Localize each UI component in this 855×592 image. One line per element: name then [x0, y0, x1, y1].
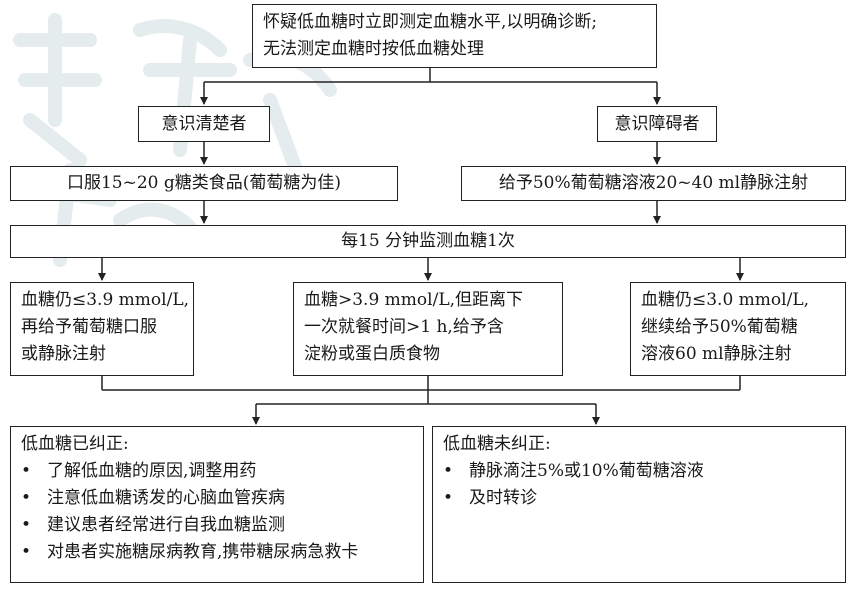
initial-assessment-box: 怀疑低血糖时立即测定血糖水平,以明确诊断; 无法测定血糖时按低血糖处理 [252, 4, 657, 68]
bullet-icon: • [21, 515, 32, 535]
bullet-icon: • [21, 488, 32, 508]
list-item: • 注意低血糖诱发的心脑血管疾病 [21, 485, 413, 512]
corrected-item: 注意低血糖诱发的心脑血管疾病 [47, 488, 285, 508]
outcome-low-line: 或静脉注射 [21, 344, 106, 364]
list-item: • 建议患者经常进行自我血糖监测 [21, 512, 413, 539]
oral-glucose-box: 口服15~20 g糖类食品(葡萄糖为佳) [10, 166, 398, 201]
outcome-box-normal: 血糖>3.9 mmol/L,但距离下 一次就餐时间>1 h,给予含 淀粉或蛋白质… [293, 282, 563, 376]
outcome-normal-line: 一次就餐时间>1 h,给予含 [304, 317, 504, 337]
list-item: • 了解低血糖的原因,调整用药 [21, 458, 413, 485]
corrected-item: 对患者实施糖尿病教育,携带糖尿病急救卡 [47, 542, 359, 562]
list-item: • 及时转诊 [443, 485, 835, 512]
unconscious-label: 意识障碍者 [614, 113, 700, 134]
corrected-box: 低血糖已纠正: • 了解低血糖的原因,调整用药 • 注意低血糖诱发的心脑血管疾病… [10, 426, 424, 583]
outcome-low-line: 再给予葡萄糖口服 [21, 317, 157, 337]
corrected-title: 低血糖已纠正: [21, 434, 129, 454]
initial-assessment-line-2: 无法测定血糖时按低血糖处理 [263, 39, 484, 59]
iv-glucose-box: 给予50%葡萄糖溶液20~40 ml静脉注射 [461, 166, 846, 201]
outcome-severe-line: 血糖仍≤3.0 mmol/L, [641, 290, 810, 310]
list-item: • 对患者实施糖尿病教育,携带糖尿病急救卡 [21, 539, 413, 566]
outcome-normal-line: 淀粉或蛋白质食物 [304, 344, 440, 364]
outcome-severe-line: 溶液60 ml静脉注射 [641, 344, 792, 364]
not-corrected-title: 低血糖未纠正: [443, 434, 551, 454]
outcome-box-low: 血糖仍≤3.9 mmol/L, 再给予葡萄糖口服 或静脉注射 [10, 282, 194, 376]
bullet-icon: • [21, 542, 32, 562]
initial-assessment-line-1: 怀疑低血糖时立即测定血糖水平,以明确诊断; [263, 12, 598, 32]
iv-glucose-text: 给予50%葡萄糖溶液20~40 ml静脉注射 [498, 173, 809, 193]
oral-glucose-text: 口服15~20 g糖类食品(葡萄糖为佳) [66, 173, 342, 193]
outcome-severe-line: 继续给予50%葡萄糖 [641, 317, 798, 337]
list-item: • 静脉滴注5%或10%葡萄糖溶液 [443, 458, 835, 485]
not-corrected-item: 及时转诊 [469, 488, 537, 508]
conscious-label: 意识清楚者 [161, 113, 247, 134]
bullet-icon: • [443, 461, 454, 481]
outcome-normal-line: 血糖>3.9 mmol/L,但距离下 [304, 290, 524, 310]
monitor-box: 每15 分钟监测血糖1次 [10, 225, 846, 258]
not-corrected-box: 低血糖未纠正: • 静脉滴注5%或10%葡萄糖溶液 • 及时转诊 [432, 426, 846, 583]
monitor-text: 每15 分钟监测血糖1次 [341, 231, 515, 251]
outcome-low-line: 血糖仍≤3.9 mmol/L, [21, 290, 190, 310]
bullet-icon: • [443, 488, 454, 508]
not-corrected-item: 静脉滴注5%或10%葡萄糖溶液 [469, 461, 704, 481]
conscious-label-box: 意识清楚者 [138, 106, 270, 142]
unconscious-label-box: 意识障碍者 [597, 106, 717, 142]
corrected-item: 了解低血糖的原因,调整用药 [47, 461, 257, 481]
corrected-item: 建议患者经常进行自我血糖监测 [47, 515, 285, 535]
bullet-icon: • [21, 461, 32, 481]
outcome-box-severe: 血糖仍≤3.0 mmol/L, 继续给予50%葡萄糖 溶液60 ml静脉注射 [630, 282, 846, 376]
